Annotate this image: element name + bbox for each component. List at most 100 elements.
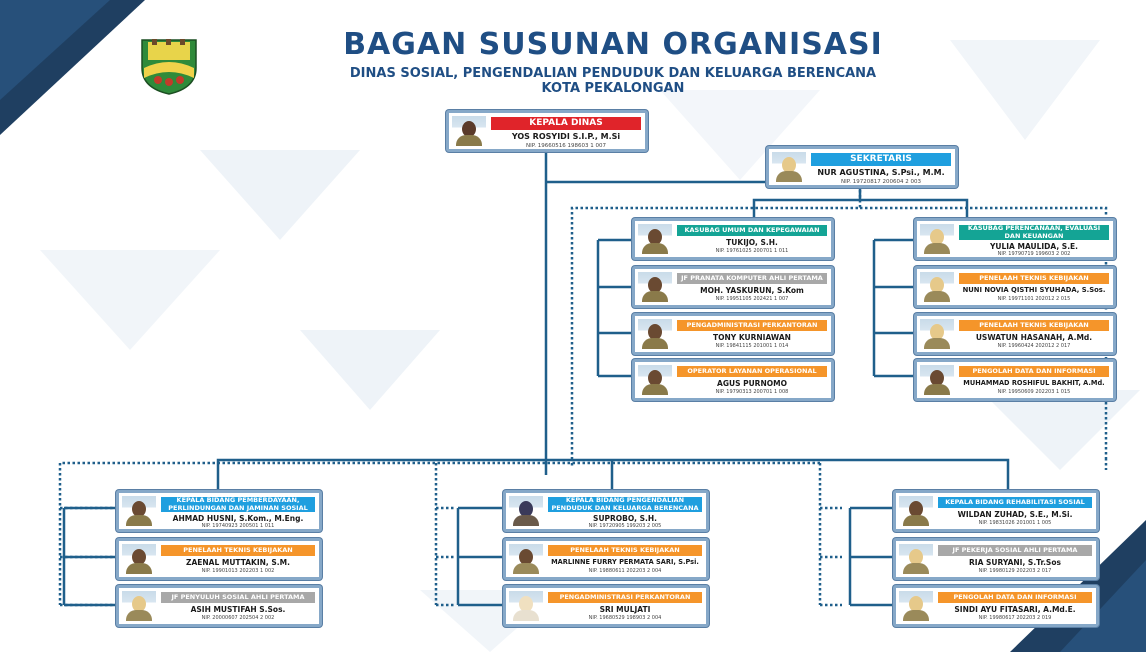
card-penelaah-pemberdayaan: PENELAAH TEKNIS KEBIJAKAN ZAENAL MUTTAKI… (116, 538, 322, 580)
role-label: KASUBAG PERENCANAAN, EVALUASI DAN KEUANG… (959, 225, 1109, 240)
role-label: PENELAAH TEKNIS KEBIJAKAN (959, 320, 1109, 331)
nip-label: NIP. 19831026 201001 1 005 (978, 520, 1052, 526)
card-pengolah-data-rehabilitasi: PENGOLAH DATA DAN INFORMASI SINDI AYU FI… (893, 585, 1099, 627)
nip-label: NIP. 20000607 202504 2 002 (201, 615, 275, 621)
photo-portrait (920, 365, 954, 395)
nip-label: NIP. 19720817 200604 2 003 (841, 179, 921, 185)
photo-portrait (920, 224, 954, 254)
photo-portrait (509, 544, 543, 574)
card-kasubag-umum: KASUBAG UMUM DAN KEPEGAWAIAN TUKIJO, S.H… (632, 218, 834, 260)
name-label: MUHAMMAD ROSHIFUL BAKHIT, A.Md. (963, 379, 1105, 387)
name-label: WILDAN ZUHAD, S.E., M.Si. (957, 510, 1073, 519)
nip-label: NIP. 19950609 202203 1 015 (997, 389, 1071, 395)
name-label: NUNI NOVIA QISTHI SYUHADA, S.Sos. (962, 286, 1106, 294)
role-label: PENELAAH TEKNIS KEBIJAKAN (161, 545, 315, 556)
card-operator-layanan: OPERATOR LAYANAN OPERASIONAL AGUS PURNOM… (632, 359, 834, 401)
card-penyuluh-sosial: JF PENYULUH SOSIAL AHLI PERTAMA ASIH MUS… (116, 585, 322, 627)
card-kepala-dinas: KEPALA DINAS YOS ROSYIDI S.I.P., M.Si NI… (446, 110, 648, 152)
name-label: MARLINNE FURRY PERMATA SARI, S.Psi. (551, 558, 699, 566)
photo-portrait (638, 272, 672, 302)
role-label: PENELAAH TEKNIS KEBIJAKAN (548, 545, 702, 556)
nip-label: NIP. 19740923 200501 1 011 (201, 523, 275, 529)
card-pengadministrasi-pengendalian: PENGADMINISTRASI PERKANTORAN SRI MULJATI… (503, 585, 709, 627)
photo-portrait (638, 319, 672, 349)
card-pengadministrasi: PENGADMINISTRASI PERKANTORAN TONY KURNIA… (632, 313, 834, 355)
role-label: PENGADMINISTRASI PERKANTORAN (677, 320, 827, 331)
name-label: SUPROBO, S.H. (593, 514, 657, 523)
photo-portrait (452, 116, 486, 146)
card-pranata-komputer: JF PRANATA KOMPUTER AHLI PERTAMA MOH. YA… (632, 266, 834, 308)
name-label: TUKIJO, S.H. (726, 238, 778, 247)
photo-portrait (899, 496, 933, 526)
nip-label: NIP. 19680529 198903 2 004 (588, 615, 662, 621)
name-label: ZAENAL MUTTAKIN, S.M. (186, 558, 290, 567)
card-kasubag-perencanaan: KASUBAG PERENCANAAN, EVALUASI DAN KEUANG… (914, 218, 1116, 260)
name-label: YOS ROSYIDI S.I.P., M.Si (511, 132, 621, 141)
nip-label: NIP. 19971101 202012 2 015 (997, 296, 1071, 302)
photo-portrait (899, 591, 933, 621)
photo-portrait (638, 365, 672, 395)
photo-portrait (920, 319, 954, 349)
role-label: SEKRETARIS (811, 153, 951, 166)
nip-label: NIP. 19951105 202421 1 007 (715, 296, 789, 302)
card-penelaah-2: PENELAAH TEKNIS KEBIJAKAN USWATUN HASANA… (914, 313, 1116, 355)
role-label: JF PRANATA KOMPUTER AHLI PERTAMA (677, 273, 827, 284)
photo-portrait (509, 496, 543, 526)
photo-portrait (122, 591, 156, 621)
nip-label: NIP. 19980129 202203 2 017 (978, 568, 1052, 574)
name-label: AGUS PURNOMO (717, 379, 787, 388)
nip-label: NIP. 19880611 202203 2 004 (588, 568, 662, 574)
photo-portrait (509, 591, 543, 621)
photo-portrait (920, 272, 954, 302)
name-label: TONY KURNIAWAN (713, 333, 791, 342)
nip-label: NIP. 19720905 199203 2 005 (588, 523, 662, 529)
card-penelaah-pengendalian: PENELAAH TEKNIS KEBIJAKAN MARLINNE FURRY… (503, 538, 709, 580)
nip-label: NIP. 19980617 202203 2 019 (978, 615, 1052, 621)
name-label: ASIH MUSTIFAH S.Sos. (190, 605, 286, 614)
card-kabid-rehabilitasi: KEPALA BIDANG REHABILITASI SOSIAL WILDAN… (893, 490, 1099, 532)
role-label: PENELAAH TEKNIS KEBIJAKAN (959, 273, 1109, 284)
name-label: SINDI AYU FITASARI, A.Md.E. (954, 605, 1076, 614)
chart-city: KOTA PEKALONGAN (541, 81, 685, 96)
name-label: USWATUN HASANAH, A.Md. (975, 333, 1093, 342)
card-kabid-pengendalian: KEPALA BIDANG PENGENDALIAN PENDUDUK DAN … (503, 490, 709, 532)
role-label: JF PEKERJA SOSIAL AHLI PERTAMA (938, 545, 1092, 556)
nip-label: NIP. 19960424 202012 2 017 (997, 343, 1071, 349)
city-emblem-icon (141, 39, 197, 95)
nip-label: NIP. 19790719 199603 2 002 (997, 251, 1071, 257)
nip-label: NIP. 19761025 200701 1 011 (715, 248, 789, 254)
name-label: MOH. YASKURUN, S.Kom (700, 286, 804, 295)
role-label: KEPALA BIDANG REHABILITASI SOSIAL (938, 497, 1092, 508)
chart-title: BAGAN SUSUNAN ORGANISASI (343, 27, 883, 62)
nip-label: NIP. 19901013 202203 1 002 (201, 568, 275, 574)
photo-portrait (899, 544, 933, 574)
nip-label: NIP. 19841115 201001 1 014 (715, 343, 789, 349)
chart-subtitle: DINAS SOSIAL, PENGENDALIAN PENDUDUK DAN … (349, 66, 877, 81)
role-label: PENGADMINISTRASI PERKANTORAN (548, 592, 702, 603)
card-sekretaris: SEKRETARIS NUR AGUSTINA, S.Psi., M.M. NI… (766, 146, 958, 188)
role-label: PENGOLAH DATA DAN INFORMASI (938, 592, 1092, 603)
photo-portrait (772, 152, 806, 182)
role-label: KEPALA DINAS (491, 117, 641, 130)
card-pengolah-data: PENGOLAH DATA DAN INFORMASI MUHAMMAD ROS… (914, 359, 1116, 401)
photo-portrait (122, 544, 156, 574)
name-label: AHMAD HUSNI, S.Kom., M.Eng. (172, 514, 304, 523)
name-label: NUR AGUSTINA, S.Psi., M.M. (817, 168, 945, 177)
card-kabid-pemberdayaan: KEPALA BIDANG PEMBERDAYAAN, PERLINDUNGAN… (116, 490, 322, 532)
photo-portrait (638, 224, 672, 254)
card-pekerja-sosial: JF PEKERJA SOSIAL AHLI PERTAMA RIA SURYA… (893, 538, 1099, 580)
role-label: OPERATOR LAYANAN OPERASIONAL (677, 366, 827, 377)
role-label: KEPALA BIDANG PENGENDALIAN PENDUDUK DAN … (548, 497, 702, 512)
role-label: JF PENYULUH SOSIAL AHLI PERTAMA (161, 592, 315, 603)
role-label: KEPALA BIDANG PEMBERDAYAAN, PERLINDUNGAN… (161, 497, 315, 512)
card-penelaah-1: PENELAAH TEKNIS KEBIJAKAN NUNI NOVIA QIS… (914, 266, 1116, 308)
role-label: PENGOLAH DATA DAN INFORMASI (959, 366, 1109, 377)
nip-label: NIP. 19790313 200701 1 008 (715, 389, 789, 395)
photo-portrait (122, 496, 156, 526)
name-label: SRI MULJATI (599, 605, 651, 614)
name-label: RIA SURYANI, S.Tr.Sos (969, 558, 1061, 567)
name-label: YULIA MAULIDA, S.E. (989, 242, 1079, 251)
